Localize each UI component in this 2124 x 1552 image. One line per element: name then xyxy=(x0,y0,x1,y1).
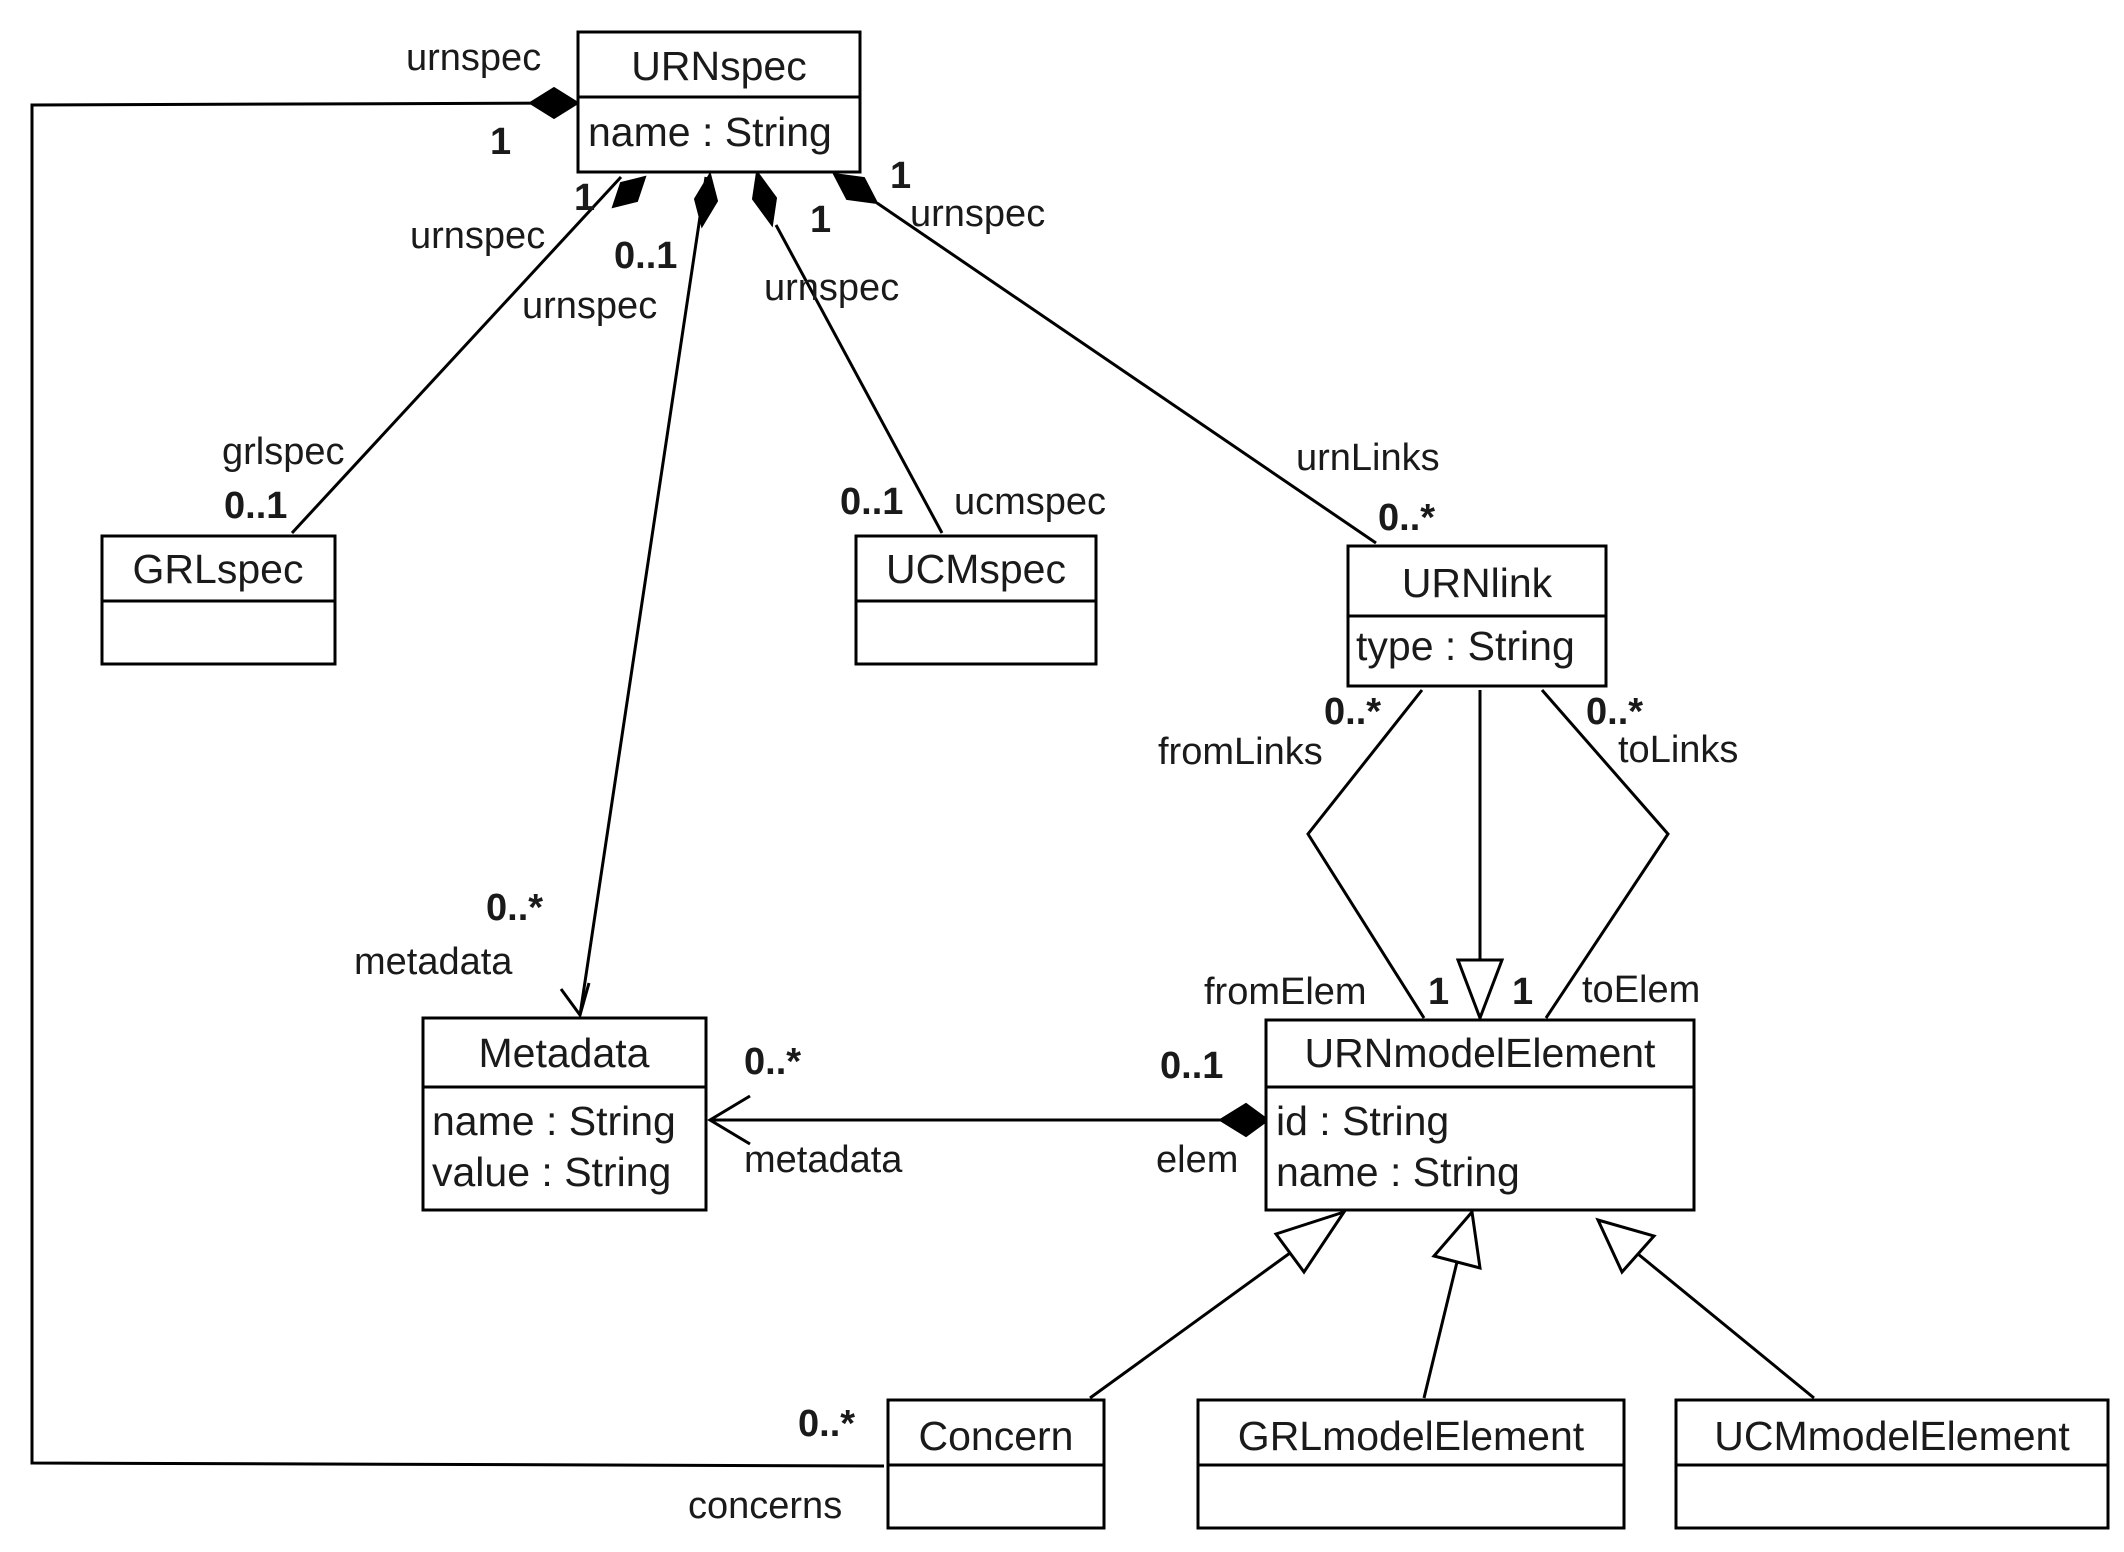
multiplicity-label: 0..1 xyxy=(840,481,903,523)
multiplicity-label: 0..1 xyxy=(1160,1045,1223,1087)
navigable-arrow-icon xyxy=(559,982,591,1019)
class-name: GRLspec xyxy=(133,546,304,592)
role-label: concerns xyxy=(688,1485,842,1527)
multiplicity-label: 1 xyxy=(574,177,595,219)
multiplicity-label: 1 xyxy=(810,199,831,241)
multiplicity-label: 0..* xyxy=(486,887,543,929)
multiplicity-label: 1 xyxy=(1512,971,1533,1013)
role-label: urnspec xyxy=(764,267,899,309)
role-label: fromLinks xyxy=(1158,731,1323,773)
multiplicity-label: 0..1 xyxy=(224,485,287,527)
role-label: urnLinks xyxy=(1296,437,1440,479)
class-name: Metadata xyxy=(479,1030,650,1076)
role-label: urnspec xyxy=(410,215,545,257)
edge-fromlinks xyxy=(1306,689,1426,1019)
edge-grlmodelelement-generalization xyxy=(1422,1261,1459,1399)
composition-diamond-icon xyxy=(528,86,580,120)
edge-urnspec-ucmspec xyxy=(774,224,944,534)
class-ucmmodelelement: UCMmodelElement xyxy=(1674,1398,2110,1530)
class-name: GRLmodelElement xyxy=(1238,1413,1585,1459)
class-metadata: Metadata name : String value : String xyxy=(421,1016,708,1212)
class-attribute: type : String xyxy=(1356,623,1575,669)
multiplicity-label: 0..1 xyxy=(614,235,677,277)
multiplicity-label: 0..* xyxy=(744,1041,801,1083)
class-name: URNmodelElement xyxy=(1305,1030,1657,1076)
multiplicity-label: 0..* xyxy=(1324,691,1381,733)
role-label: urnspec xyxy=(522,285,657,327)
class-concern: Concern xyxy=(886,1398,1106,1530)
role-label: toElem xyxy=(1582,969,1700,1011)
class-attribute: value : String xyxy=(432,1149,671,1195)
class-urnspec: URNspec name : String xyxy=(576,30,862,174)
class-name: URNlink xyxy=(1402,560,1553,606)
class-name: UCMmodelElement xyxy=(1714,1413,2070,1459)
navigable-arrow-icon xyxy=(707,1094,751,1146)
edge-concern-generalization xyxy=(1089,1251,1291,1400)
role-label: elem xyxy=(1156,1139,1238,1181)
multiplicity-label: 1 xyxy=(1428,971,1449,1013)
class-urnmodelelement: URNmodelElement id : String name : Strin… xyxy=(1264,1018,1696,1212)
edge-tolinks xyxy=(1540,689,1670,1019)
class-urnlink: URNlink type : String xyxy=(1346,544,1608,688)
edge-urnspec-grlspec xyxy=(290,175,623,535)
class-attribute: name : String xyxy=(1276,1149,1520,1195)
class-grlspec: GRLspec xyxy=(100,534,337,666)
edge-urnspec-concerns xyxy=(30,101,885,1468)
class-name: Concern xyxy=(919,1413,1074,1459)
class-ucmspec: UCMspec xyxy=(854,534,1098,666)
class-grlmodelelement: GRLmodelElement xyxy=(1196,1398,1626,1530)
generalization-arrow-icon xyxy=(1455,958,1505,1023)
class-attribute: name : String xyxy=(432,1098,676,1144)
role-label: ucmspec xyxy=(954,481,1106,523)
composition-diamond-icon xyxy=(751,169,778,228)
composition-diamond-icon xyxy=(693,171,719,229)
composition-diamond-icon xyxy=(611,175,647,209)
class-attribute: id : String xyxy=(1276,1098,1449,1144)
class-name: UCMspec xyxy=(886,546,1066,592)
role-label: fromElem xyxy=(1204,971,1367,1013)
role-label: metadata xyxy=(744,1139,903,1181)
role-label: grlspec xyxy=(222,431,345,473)
edge-ucmmodelelement-generalization xyxy=(1637,1252,1815,1400)
edge-urnspec-metadata xyxy=(578,176,708,1016)
multiplicity-label: 0..* xyxy=(1378,497,1435,539)
role-label: toLinks xyxy=(1618,729,1738,771)
multiplicity-label: 1 xyxy=(890,155,911,197)
composition-diamond-icon xyxy=(1218,1102,1270,1138)
role-label: urnspec xyxy=(910,193,1045,235)
generalization-arrow-icon xyxy=(1273,1209,1348,1275)
generalization-arrow-icon xyxy=(1595,1217,1657,1275)
class-name: URNspec xyxy=(631,43,806,89)
multiplicity-label: 1 xyxy=(490,121,511,163)
multiplicity-label: 0..* xyxy=(798,1403,855,1445)
composition-diamond-icon xyxy=(832,172,879,205)
edge-urnspec-urnlink xyxy=(876,201,1377,545)
class-attribute: name : String xyxy=(588,109,832,155)
generalization-arrow-icon xyxy=(1431,1208,1482,1271)
multiplicity-label: 0..* xyxy=(1586,691,1643,733)
role-label: urnspec xyxy=(406,37,541,79)
role-label: metadata xyxy=(354,941,513,983)
